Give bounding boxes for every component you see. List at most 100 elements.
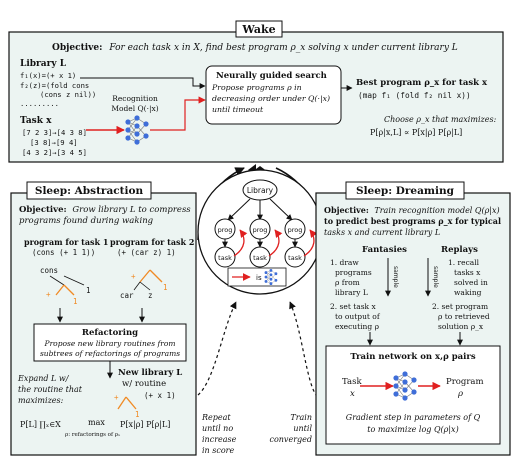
wake-library-label: Library L [20,59,67,69]
fantasies-step2-line3: executing ρ [335,322,380,331]
replays-step1-line3: solved in [454,278,488,287]
abstraction-newlib-title: New library L [118,368,182,378]
center-task-label-1: task [218,254,232,262]
center-library-label: Library [247,186,274,195]
train-line-3: converged [269,435,312,444]
newlib-node-one: 1 [135,410,140,419]
abstraction-objective-line-2: programs found during waking [19,216,154,226]
center-cycle: Library prog prog prog task task task is [197,164,327,295]
dreaming-train-box [325,345,501,445]
abstraction-program1-title: program for task 1 [24,237,108,247]
tree1-node-plus: + [46,290,51,299]
bottom-loops: Repeat until no increase in score Train … [197,301,317,455]
center-task-node-2 [249,246,271,268]
wake-library-line-3: (cons z nil)) [40,90,96,99]
center-legend-box [227,267,287,287]
dreaming-replays-title: Replays [441,245,478,255]
center-prog-label-1: prog [218,226,233,234]
center-task-label-2: task [253,254,267,262]
train-loop-arrow [289,301,317,396]
train-line-1: Train [290,413,312,422]
center-task-label-3: task [288,254,302,262]
wake-search-line-1: Propose programs ρ in [211,83,302,92]
wake-network-arrow [150,96,206,131]
repeat-line-3: increase [202,435,237,444]
dreaming-objective: Objective: Train recognition model Q(ρ|x… [324,205,500,215]
wake-choose-formula: P[ρ|x,L] ∝ P[x|ρ] P[ρ|L] [370,128,462,137]
wake-library-arrow [80,77,206,89]
fantasies-step1-line1: 1. draw [330,258,359,267]
wake-library-line-2: f₂(z)=(fold cons [20,81,89,90]
abstraction-formula-right: P[x|ρ] P[ρ|L] [120,420,170,429]
abstraction-objective: Objective: Grow library L to compress [19,205,191,215]
abstraction-panel: Sleep: Abstraction Objective: Grow libra… [10,181,197,456]
wake-best-label: Best program ρ_x for task x [356,78,488,88]
replays-sample-label: sample [432,266,439,288]
replays-step2-line1: 2. set program [432,302,488,311]
replays-step2-line3: solution ρ_x [438,322,484,331]
abstraction-program2-code: (+ (car z) 1) [117,248,176,257]
repeat-line-2: until no [202,424,233,433]
dreaming-train-program-label: Program [446,377,484,387]
tree1-node-cons: cons [40,266,58,275]
wake-task-line-2: [3 8]→[9 4] [30,138,78,147]
wake-best-program: (map f₁ (fold f₂ nil x)) [358,91,471,100]
abstraction-formula-left: P[L] ∏ₓ∈X [20,420,61,429]
center-task-node-1 [214,246,236,268]
dreaming-objective-line-3: tasks x and current library L [324,228,440,237]
repeat-line-1: Repeat [201,413,231,422]
tree2-node-z: z [148,291,153,300]
wake-title: Wake [241,23,275,36]
train-line-2: until [293,424,312,433]
wake-recognition-label-1: Recognition [112,94,158,103]
wake-search-box [205,65,342,125]
abstraction-tree-1: cons + 1 1 [40,266,91,306]
fantasies-step1-line4: library L [335,288,368,297]
fantasies-step2-line2: to output of [335,312,381,321]
abstraction-title: Sleep: Abstraction [35,185,144,197]
dreaming-gradient-line-2: to maximize log Q(ρ|x) [367,425,458,434]
abstraction-refactoring-line-1: Propose new library routines from [44,339,176,348]
wake-task-line-1: [7 2 3]→[4 3 8] [22,128,87,137]
abstraction-expand-line-2: the routine that [18,385,83,394]
replays-step1-line4: waking [454,288,482,297]
abstraction-expand-line-3: maximizes: [18,396,64,405]
wake-library-line-1: f₁(x)=(+ x 1) [20,71,76,80]
abstraction-tree-2: + 1 car z [120,269,168,300]
wake-search-line-3: until timeout [212,105,264,114]
repeat-loop-arrow [197,301,237,396]
abstraction-formula-max: max [88,418,105,427]
tree1-node-one-b: 1 [73,297,78,306]
newlib-node-plus: + [114,393,119,402]
abstraction-expand-line-1: Expand L w/ [17,374,70,383]
dreaming-objective-line-2: to predict best programs ρ_x for typical [324,216,501,226]
replays-step2-line2: ρ to retrieved [438,312,490,321]
dreaming-train-program-var: ρ [457,389,463,399]
wake-search-title: Neurally guided search [216,71,327,81]
abstraction-program2-title: program for task 2 [110,237,194,247]
abstraction-refactoring-box [33,323,187,362]
repeat-line-4: in score [202,446,234,455]
tree2-node-one: 1 [163,283,168,292]
wake-panel: Wake Objective: For each task x in X, fi… [8,20,504,163]
fantasies-sample-label: sample [392,266,399,288]
tree2-node-car: car [120,291,134,300]
wake-search-line-2: decreasing order under Q(·|x) [212,94,330,103]
wake-objective: Objective: For each task x in X, find be… [52,43,458,53]
tree1-node-one: 1 [86,286,91,295]
dreaming-gradient-line-1: Gradient step in parameters of Q [346,413,481,422]
tree2-node-plus: + [131,272,136,281]
wake-choose-line: Choose ρ_x that maximizes: [384,115,497,124]
abstraction-formula-sub: ρ: refactorings of ρₓ [65,432,121,438]
replays-step1-line1: 1. recall [448,258,480,267]
center-task-node-3 [284,246,306,268]
wake-task-label: Task x [20,116,52,126]
abstraction-refactoring-title: Refactoring [82,328,138,338]
wake-task-line-3: [4 3 2]→[3 4 5] [22,148,87,157]
dreaming-panel: Sleep: Dreaming Objective: Train recogni… [315,181,511,456]
wake-recognition-label-2: Model Q(·|x) [111,104,158,113]
center-prog-label-2: prog [253,226,268,234]
replays-step1-line2: tasks x [454,268,481,277]
abstraction-newlib-routine: w/ routine [122,379,166,389]
